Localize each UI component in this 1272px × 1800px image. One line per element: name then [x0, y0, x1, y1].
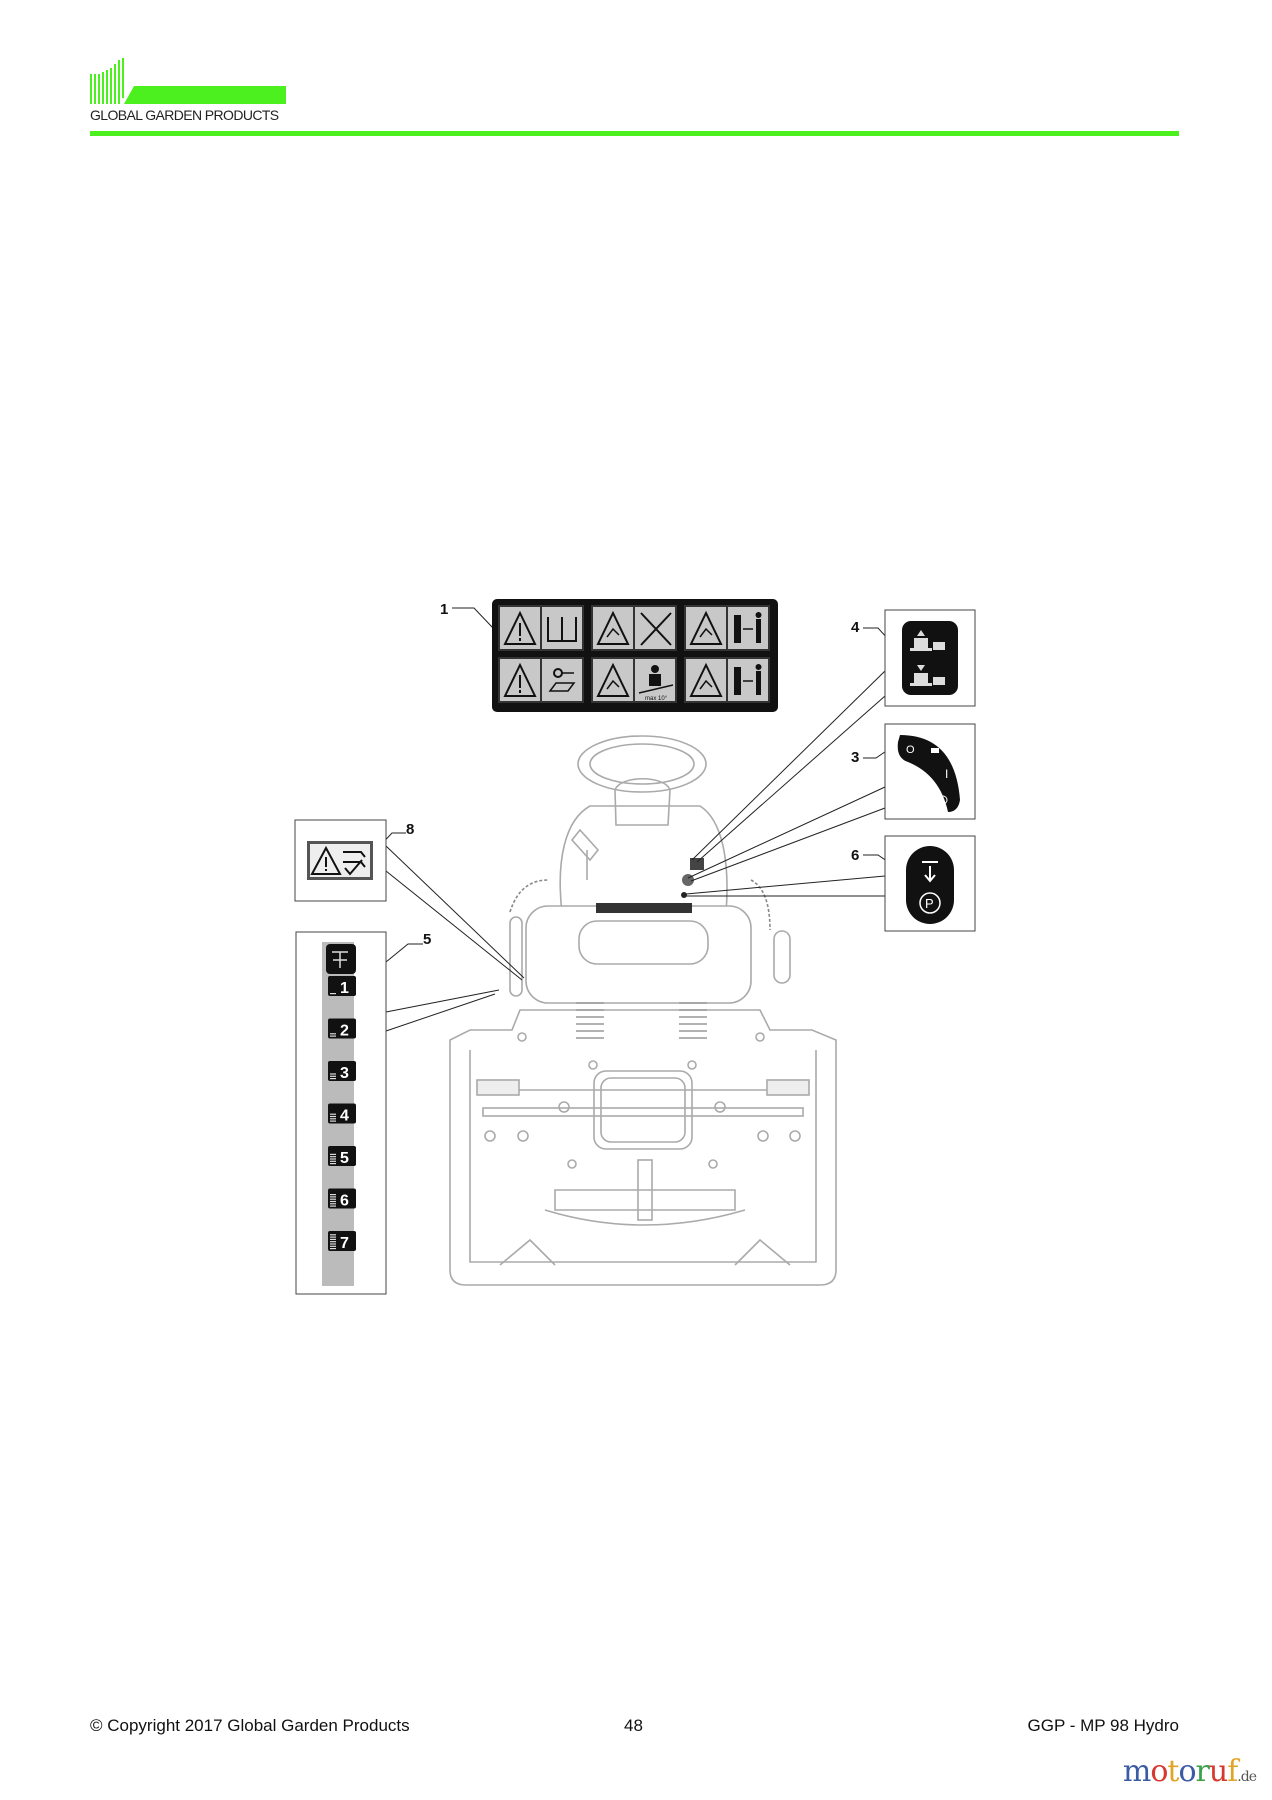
svg-text:3: 3	[340, 1065, 349, 1082]
watermark-letter: r	[1195, 1754, 1210, 1789]
watermark-suffix: .de	[1237, 1769, 1257, 1785]
warning-pictogram: max 10°	[591, 657, 677, 703]
header-rule	[90, 131, 1179, 136]
dashboard-decal-strip	[596, 903, 692, 913]
engine-start-icon	[938, 795, 948, 805]
no-passenger-icon	[640, 612, 672, 646]
decal-3-ignition-positions: O I	[897, 735, 960, 812]
watermark-letter: o	[1150, 1754, 1168, 1789]
callout-4: 4	[851, 619, 860, 636]
slope-limit-text: max 10°	[645, 696, 668, 702]
cutting-height-position-5: 5	[328, 1146, 356, 1167]
svg-text:1: 1	[340, 980, 349, 997]
cutting-height-position-7: 7	[328, 1231, 356, 1252]
parking-brake-indicator	[681, 892, 687, 898]
watermark-letter: o	[1178, 1754, 1196, 1789]
decal-4-cutting-height-lift	[902, 621, 958, 695]
warning-pictogram	[684, 605, 770, 651]
cutting-height-position-3: 3	[328, 1061, 356, 1082]
warning-pictogram	[498, 605, 584, 651]
warning-pictogram	[498, 657, 584, 703]
watermark-letter: m	[1122, 1754, 1151, 1789]
watermark-letter: u	[1208, 1754, 1228, 1789]
parking-symbol: P	[925, 896, 934, 911]
dashboard-switch	[690, 858, 704, 870]
svg-text:5: 5	[340, 1150, 349, 1167]
callout-5: 5	[423, 931, 431, 948]
callout-3: 3	[851, 749, 859, 766]
cutting-height-position-1: 1	[328, 976, 356, 997]
manual-book-icon	[547, 617, 577, 642]
watermark-logo: motoruf.de	[1122, 1754, 1257, 1789]
cutting-height-icon	[332, 951, 348, 968]
tractor-drawing	[449, 735, 837, 1286]
warning-triangle-icon	[503, 662, 537, 697]
callout-1: 1	[440, 601, 448, 618]
warning-pictogram	[591, 605, 677, 651]
warning-triangle-icon	[596, 662, 630, 697]
warning-triangle-icon	[596, 610, 630, 645]
page-number: 48	[624, 1716, 643, 1735]
decal-6-parking-brake: P	[906, 846, 954, 924]
light-icon	[931, 748, 939, 753]
cutting-height-position-6: 6	[328, 1188, 356, 1210]
svg-text:4: 4	[340, 1108, 349, 1125]
brand-logo-mark	[90, 58, 286, 104]
svg-text:7: 7	[340, 1235, 349, 1252]
on-symbol: I	[945, 767, 948, 781]
decal-8-warning	[307, 841, 373, 880]
warning-triangle-icon	[503, 610, 537, 645]
callout-8: 8	[406, 821, 414, 838]
off-symbol: O	[906, 744, 915, 756]
footer-model: GGP - MP 98 Hydro	[1027, 1716, 1179, 1735]
brand-name: GLOBAL GARDEN PRODUCTS	[90, 107, 279, 123]
arrow-down-icon	[922, 861, 938, 883]
cutting-height-position-4: 4	[328, 1103, 356, 1125]
callout-6: 6	[851, 847, 859, 864]
warning-triangle-icon	[689, 662, 723, 697]
warning-triangle-icon	[689, 610, 723, 645]
svg-text:6: 6	[340, 1193, 349, 1210]
footer-copyright: © Copyright 2017 Global Garden Products	[90, 1716, 410, 1735]
watermark-letter: f	[1227, 1754, 1238, 1789]
watermark-letter: t	[1167, 1754, 1179, 1789]
decal-5-cutting-height-positions: 1 2 3 4 5 6 7	[322, 942, 356, 1286]
svg-text:2: 2	[340, 1023, 349, 1040]
decal-1-safety-warnings: max 10°	[492, 599, 778, 712]
warning-pictogram	[684, 657, 770, 703]
cutting-height-position-2: 2	[328, 1018, 356, 1040]
